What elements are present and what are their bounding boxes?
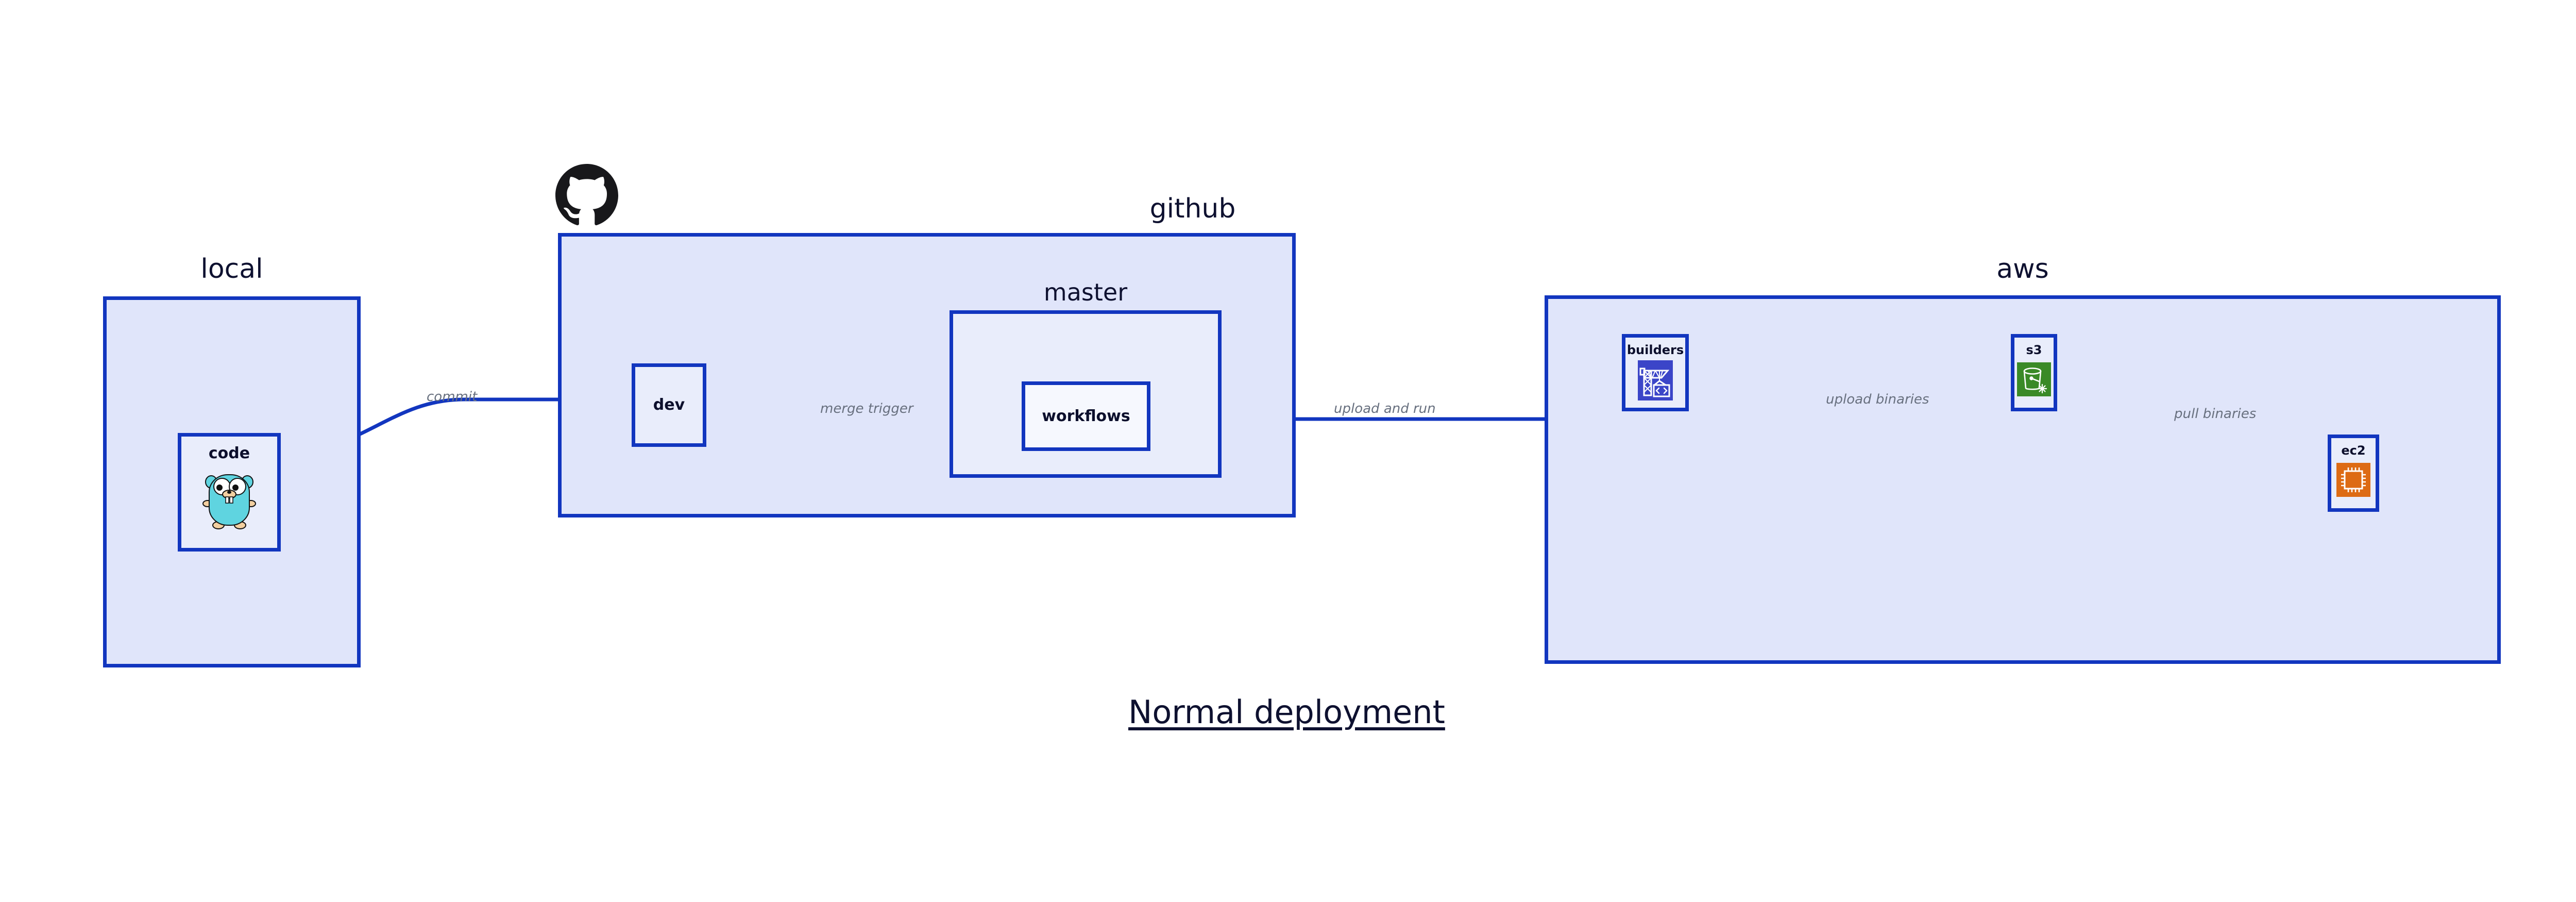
group-aws-title: aws	[1996, 254, 2049, 285]
node-dev[interactable]: dev	[632, 363, 706, 447]
group-local-title: local	[200, 254, 263, 285]
node-builders-label: builders	[1626, 343, 1684, 357]
group-master-title: master	[1043, 278, 1128, 306]
aws-s3-bucket-icon	[2017, 362, 2051, 398]
node-code-label: code	[208, 444, 250, 462]
go-gopher-icon	[202, 469, 256, 531]
edge-label-merge-trigger: merge trigger	[818, 402, 916, 415]
edge-label-commit: commit	[427, 389, 478, 405]
figure-caption: Normal deployment	[1128, 693, 1445, 731]
node-builders[interactable]: builders	[1622, 334, 1689, 411]
node-ec2[interactable]: ec2	[2328, 435, 2379, 512]
node-dev-label: dev	[653, 396, 685, 414]
node-s3-label: s3	[2026, 343, 2042, 357]
aws-codebuild-crane-icon	[1638, 360, 1673, 403]
aws-ec2-chip-icon	[2336, 463, 2370, 499]
group-github-title: github	[1149, 193, 1236, 224]
edge-label-upload-binaries: upload binaries	[1824, 393, 1931, 406]
edge-label-upload-and-run: upload and run	[1334, 401, 1436, 416]
node-workflows[interactable]: workflows	[1022, 381, 1150, 451]
node-code[interactable]: code	[178, 433, 281, 552]
edge-label-pull-binaries: pull binaries	[2172, 407, 2259, 421]
node-s3[interactable]: s3	[2011, 334, 2057, 411]
node-ec2-label: ec2	[2341, 443, 2366, 458]
node-workflows-label: workflows	[1042, 407, 1130, 425]
github-octocat-logo	[555, 164, 618, 229]
